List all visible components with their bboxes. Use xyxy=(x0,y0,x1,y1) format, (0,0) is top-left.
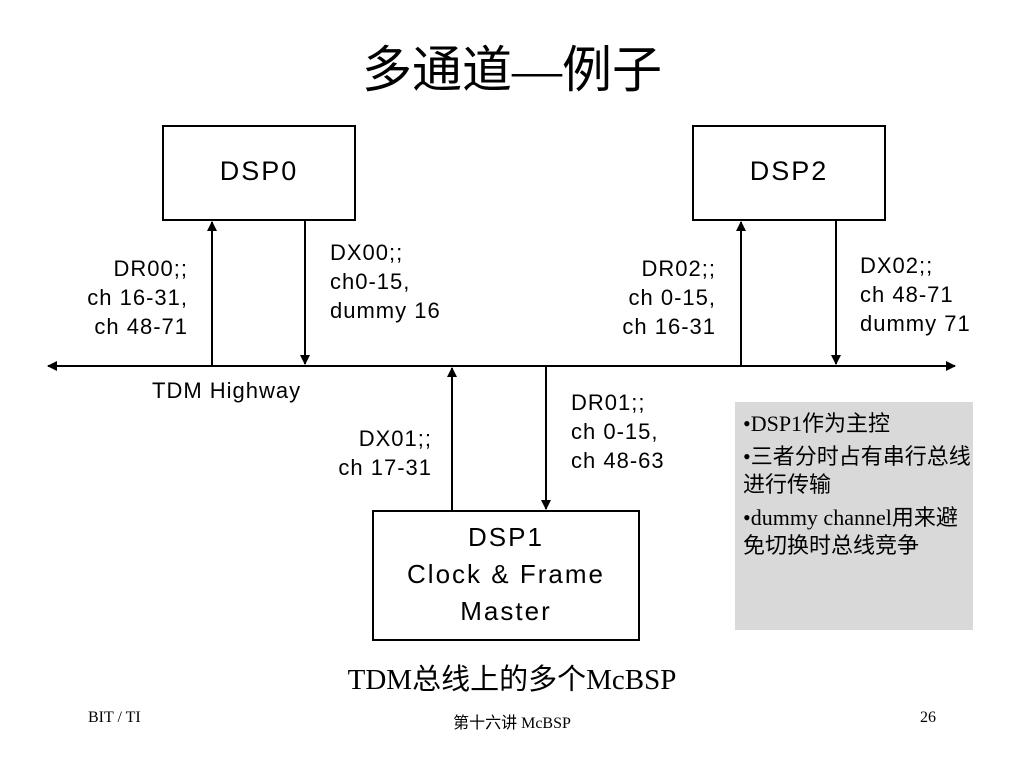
dx02-line: dummy 71 xyxy=(860,311,971,336)
dx02-line: DX02;; xyxy=(860,253,934,278)
dsp1-label: DSP1 Clock & Frame Master xyxy=(373,519,639,630)
dx02-line: ch 48-71 xyxy=(860,282,954,307)
dx00-line: ch0-15, xyxy=(330,269,411,294)
dr00-line: DR00;; xyxy=(113,256,188,281)
slide-number: 26 xyxy=(920,709,936,726)
note-item: •DSP1作为主控 xyxy=(743,411,891,436)
dx02-label: DX02;; ch 48-71 dummy 71 xyxy=(860,251,990,338)
tdm-highway-label: TDM Highway xyxy=(152,378,302,403)
dsp0-label: DSP0 xyxy=(219,156,299,186)
slide-title: 多通道—例子 xyxy=(362,42,662,98)
dr02-line: DR02;; xyxy=(641,256,716,281)
dr02-line: ch 16-31 xyxy=(622,314,716,339)
note-item: •dummy channel用来避免切换时总线竞争 xyxy=(743,505,958,558)
dr02-line: ch 0-15, xyxy=(628,285,716,310)
footer-center: 第十六讲 McBSP xyxy=(453,715,571,732)
dr00-line: ch 16-31, xyxy=(87,285,188,310)
figure-caption: TDM总线上的多个McBSP xyxy=(347,664,677,696)
footer-left: BIT / TI xyxy=(88,709,141,726)
dx00-label: DX00;; ch0-15, dummy 16 xyxy=(330,238,480,325)
dr01-line: DR01;; xyxy=(571,390,646,415)
dr01-line: ch 0-15, xyxy=(571,419,659,444)
dx01-line: DX01;; xyxy=(358,426,432,451)
note-item: •三者分时占有串行总线进行传输 xyxy=(743,444,971,497)
dsp1-box xyxy=(372,510,640,641)
dr02-label: DR02;; ch 0-15, ch 16-31 xyxy=(560,254,716,341)
dsp2-label: DSP2 xyxy=(749,156,829,186)
dx01-line: ch 17-31 xyxy=(338,455,432,480)
dr00-line: ch 48-71 xyxy=(94,314,188,339)
dsp0-box xyxy=(162,125,356,221)
dsp1-label-line: Master xyxy=(460,596,552,626)
dr01-line: ch 48-63 xyxy=(571,448,665,473)
dx00-line: dummy 16 xyxy=(330,298,441,323)
dr00-label: DR00;; ch 16-31, ch 48-71 xyxy=(40,254,188,341)
dx01-label: DX01;; ch 17-31 xyxy=(300,424,432,482)
dx00-line: DX00;; xyxy=(330,240,404,265)
notes-panel: •DSP1作为主控 •三者分时占有串行总线进行传输 •dummy channel… xyxy=(735,402,973,630)
dsp2-box xyxy=(692,125,886,221)
dsp1-label-line: DSP1 xyxy=(468,522,544,552)
dr01-label: DR01;; ch 0-15, ch 48-63 xyxy=(571,388,701,475)
dsp1-label-line: Clock & Frame xyxy=(407,559,605,589)
